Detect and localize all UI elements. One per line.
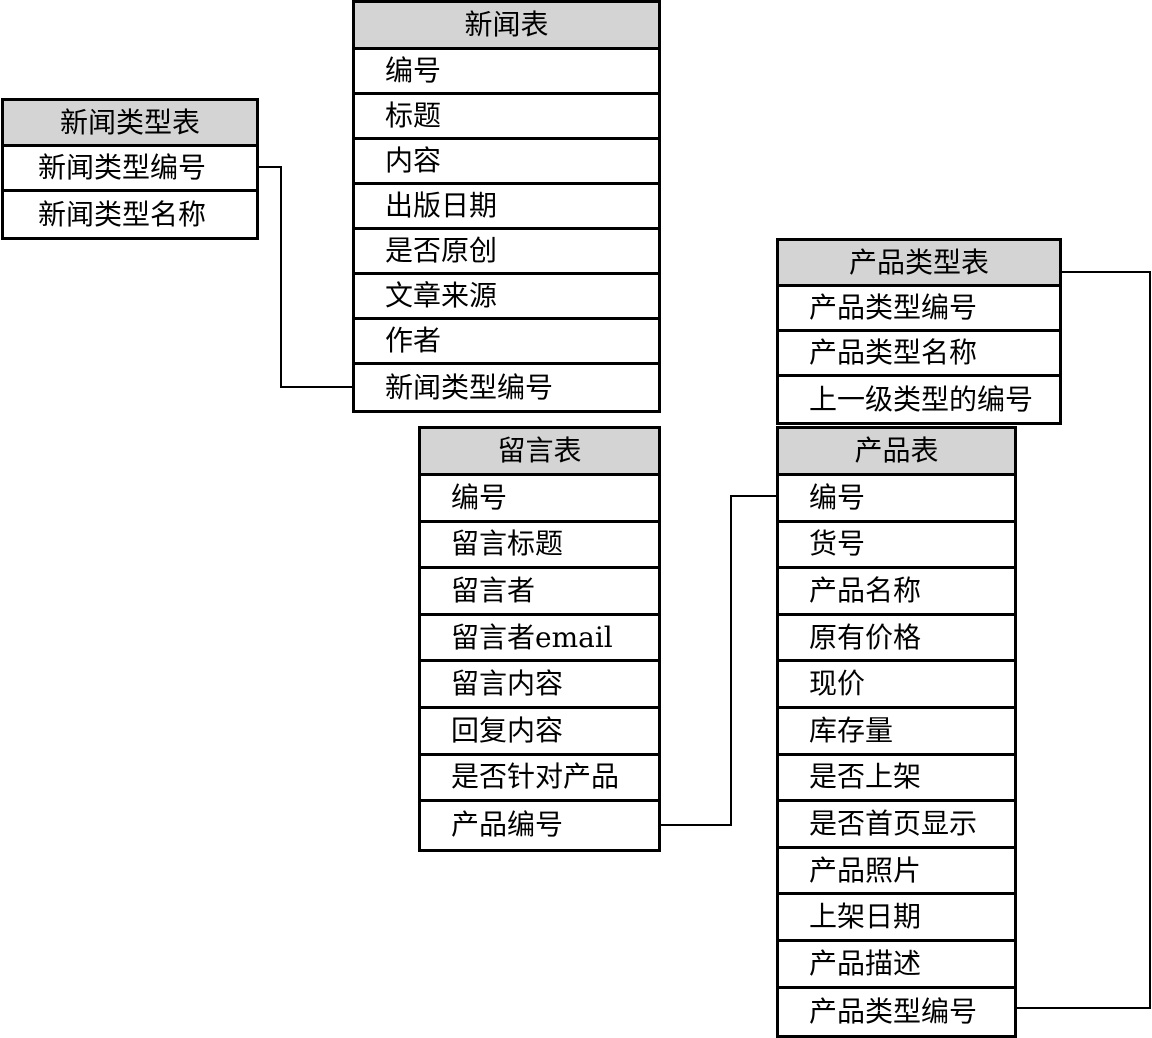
table-field: 货号 bbox=[779, 523, 1014, 570]
table-field: 标题 bbox=[355, 95, 658, 140]
table-title: 留言表 bbox=[421, 429, 658, 476]
table-field: 产品编号 bbox=[451, 808, 564, 842]
table-field: 上一级类型的编号 bbox=[809, 382, 1034, 416]
table-field: 产品类型名称 bbox=[779, 332, 1059, 377]
table-field: 是否上架 bbox=[779, 756, 1014, 803]
table-field: 产品名称 bbox=[779, 569, 1014, 616]
table-field: 产品照片 bbox=[779, 849, 1014, 896]
table-title: 新闻类型表 bbox=[4, 101, 256, 147]
table-field: 编号 bbox=[355, 50, 658, 95]
product-table: 产品表编号货号产品名称原有价格现价库存量是否上架是否首页显示产品照片上架日期产品… bbox=[776, 426, 1017, 1038]
news-type-table: 新闻类型表新闻类型编号新闻类型名称 bbox=[1, 98, 259, 240]
table-field: 产品类型编号 bbox=[809, 994, 978, 1028]
table-field: 内容 bbox=[355, 140, 658, 185]
table-field: 新闻类型名称 bbox=[38, 197, 207, 231]
product-link bbox=[661, 495, 776, 826]
table-field: 库存量 bbox=[779, 709, 1014, 756]
table-field: 留言者email bbox=[421, 616, 658, 663]
table-field: 回复内容 bbox=[421, 709, 658, 756]
table-field: 文章来源 bbox=[355, 275, 658, 320]
table-field: 产品描述 bbox=[779, 942, 1014, 989]
table-field: 原有价格 bbox=[779, 616, 1014, 663]
table-field: 出版日期 bbox=[355, 185, 658, 230]
table-field: 新闻类型编号 bbox=[4, 147, 256, 192]
table-title: 产品表 bbox=[779, 429, 1014, 476]
table-field: 新闻类型编号 bbox=[385, 370, 554, 404]
table-title: 产品类型表 bbox=[779, 241, 1059, 287]
table-field: 留言内容 bbox=[421, 662, 658, 709]
table-field: 产品类型编号 bbox=[779, 287, 1059, 332]
table-field: 上架日期 bbox=[779, 895, 1014, 942]
table-field: 编号 bbox=[421, 476, 658, 523]
table-field: 作者 bbox=[355, 320, 658, 365]
table-title: 新闻表 bbox=[355, 3, 658, 50]
table-field: 是否首页显示 bbox=[779, 802, 1014, 849]
table-field: 编号 bbox=[779, 476, 1014, 523]
table-field: 现价 bbox=[779, 662, 1014, 709]
product-type-table: 产品类型表产品类型编号产品类型名称上一级类型的编号 bbox=[776, 238, 1062, 425]
table-field: 是否针对产品 bbox=[421, 756, 658, 803]
news-type-link bbox=[259, 166, 352, 388]
table-field: 留言标题 bbox=[421, 523, 658, 570]
news-table: 新闻表编号标题内容出版日期是否原创文章来源作者新闻类型编号 bbox=[352, 0, 661, 413]
table-field: 留言者 bbox=[421, 569, 658, 616]
table-field: 是否原创 bbox=[355, 230, 658, 275]
